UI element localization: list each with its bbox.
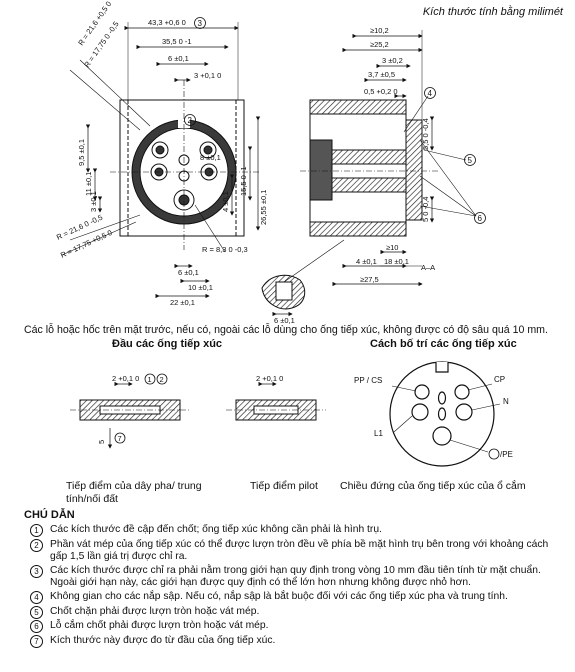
dim-6: 6 ±0,1 — [168, 54, 189, 63]
caption-socket-view: Chiều đứng của ống tiếp xúc của ổ cắm — [340, 480, 526, 492]
dim-4: 4 ±0,1 — [221, 191, 230, 212]
label-cp: CP — [494, 375, 505, 384]
dim-detail-6: 6 ±0,1 — [274, 316, 295, 325]
front-circled-marks: 3 2 — [184, 17, 206, 126]
side-circled-marks: 4 5 6 — [424, 87, 486, 224]
mark-3: 3 — [198, 19, 203, 28]
ground-icon — [488, 448, 500, 460]
legend-list: 1 Các kích thước đề cập đến chốt; ống tiế… — [30, 524, 560, 649]
label-pp-cs: PP / CS — [354, 376, 382, 385]
dim-5-5: 5,5 0 -0,4 — [421, 118, 430, 150]
dim-18: 18 ±0,1 — [384, 257, 409, 266]
label-n: N — [503, 397, 509, 406]
legend-text: Không gian cho các nắp sập. Nếu có, nắp … — [50, 590, 508, 602]
front-contact-cp — [199, 141, 217, 159]
dim-3-7: 3,7 ±0,5 — [368, 70, 395, 79]
arr-pilot-2 — [437, 407, 447, 421]
legend-number: 1 — [30, 524, 43, 537]
section-label: A–A — [421, 263, 435, 272]
legend-number: 6 — [30, 620, 43, 634]
mark-4: 4 — [428, 89, 433, 98]
legend-text: Lỗ cắm chốt phải được lượn tròn hoặc vát… — [50, 620, 269, 632]
dim-10: 10 ±0,1 — [188, 283, 213, 292]
caption-pilot-contact: Tiếp điểm pilot — [250, 480, 318, 492]
legend-item: 1 Các kích thước đề cập đến chốt; ống tiế… — [30, 524, 560, 538]
legend-item: 3 Các kích thước được chỉ ra phải nằm tro… — [30, 564, 560, 590]
contacts-title: Đầu các ống tiếp xúc — [112, 338, 223, 350]
dim-ge10: ≥10 — [386, 243, 398, 252]
unit-note: Kích thước tính bằng milimét — [422, 6, 563, 18]
depth-note: Các lỗ hoặc hốc trên mặt trước, nếu có, … — [24, 324, 548, 336]
front-housing-outline — [119, 99, 245, 237]
dim-phase-dia: 5 — [97, 440, 106, 444]
dim-35-5: 35,5 0 -1 — [162, 37, 192, 46]
dim-pilot-2: 2 +0,1 0 — [256, 374, 283, 383]
arrangement-title: Cách bố trí các ống tiếp xúc — [370, 338, 517, 350]
dim-3-left: 3 ±0,1 — [89, 191, 98, 212]
contact-detail-labels: 2 +0,1 0 5 2 +0,1 0 1 2 7 — [97, 373, 283, 444]
dim-3-side: 3 ±0,2 — [382, 56, 403, 65]
mark-2b: 2 — [160, 375, 164, 384]
legend-number: 4 — [30, 590, 43, 604]
mark-2: 2 — [188, 116, 193, 125]
dim-9-5: 9,5 ±0,1 — [77, 139, 86, 166]
legend-number: 7 — [30, 634, 43, 648]
pilot-contact-detail — [226, 381, 326, 421]
legend-number: 5 — [30, 605, 43, 619]
legend-text: Các kích thước đề cập đến chốt; ống tiếp… — [50, 524, 382, 535]
side-view-labels: ≥10,2 ≥25,2 3 ±0,2 3,7 ±0,5 0,5 +0,2 0 4… — [356, 26, 435, 284]
dim-3: 3 +0,1 0 — [194, 71, 221, 80]
mark-6: 6 — [478, 214, 483, 223]
arr-contact-cp — [454, 384, 470, 400]
arr-contact-pp — [414, 384, 430, 400]
legend-item: 6 Lỗ cắm chốt phải được lượn tròn hoặc vá… — [30, 620, 560, 634]
dim-26-55: 26,55 ±0,1 — [259, 190, 268, 225]
legend-text: Các kích thước được chỉ ra phải nằm tron… — [50, 564, 541, 589]
dim-6-bottom: 6 ±0,1 — [178, 268, 199, 277]
dim-5-side: 5 0 -0,4 — [421, 197, 430, 222]
dim-10-2: ≥10,2 — [370, 26, 389, 35]
label-l1: L1 — [374, 429, 383, 438]
legend-item: 2 Phần vát mép của ống tiếp xúc có thể đư… — [30, 538, 560, 564]
side-section-view — [300, 30, 477, 287]
dim-15-5: 15,5 0 -1 — [239, 166, 248, 196]
legend-text: Kích thước này được đo từ đầu của ống ti… — [50, 634, 276, 646]
dim-25-2: ≥25,2 — [370, 40, 389, 49]
dim-phase-2: 2 +0,1 0 — [112, 374, 139, 383]
dim-0-5: 0,5 +0,2 0 — [364, 87, 398, 96]
legend-number: 2 — [30, 538, 43, 552]
dim-r-8-3: R = 8,3 0 -0,3 — [202, 245, 248, 254]
legend-title: CHÚ DẪN — [24, 509, 75, 521]
detail-view — [261, 239, 345, 317]
phase-contact-detail — [70, 381, 190, 449]
front-view — [61, 22, 261, 299]
dim-11: 11 ±0,1 — [84, 172, 93, 196]
arr-pilot-1 — [437, 391, 447, 405]
legend-item: 4 Không gian cho các nắp sập. Nếu có, nắp… — [30, 590, 560, 605]
dim-27-5: ≥27,5 — [360, 275, 379, 284]
dim-4-side: 4 ±0,1 — [356, 257, 377, 266]
arr-contact-pe — [432, 426, 452, 446]
arrangement-ring — [389, 361, 495, 467]
dim-8: 8 ±0,1 — [200, 153, 221, 162]
caption-phase-contact: Tiếp điểm của dây pha/ trung tính/nối đấ… — [66, 480, 202, 505]
dim-43-3: 43,3 +0,6 0 — [148, 18, 186, 27]
mark-1: 1 — [148, 375, 152, 384]
legend-text: Chốt chặn phải được lượn tròn hoặc vát m… — [50, 605, 260, 617]
mark-5: 5 — [468, 156, 473, 165]
dim-22: 22 ±0,1 — [170, 298, 195, 307]
arr-contact-l1 — [411, 403, 429, 421]
legend-item: 7 Kích thước này được đo từ đầu của ống t… — [30, 634, 560, 649]
label-pe: /PE — [500, 450, 513, 459]
legend-number: 3 — [30, 564, 43, 578]
arrangement-view — [389, 361, 501, 467]
legend-text: Phần vát mép của ống tiếp xúc có thể đượ… — [50, 538, 549, 563]
mark-7: 7 — [118, 434, 122, 443]
arr-contact-n — [455, 403, 473, 421]
legend-item: 5 Chốt chặn phải được lượn tròn hoặc vát … — [30, 605, 560, 620]
arrangement-labels: PP / CS CP N L1 /PE — [354, 375, 513, 460]
front-contact-pp — [151, 141, 169, 159]
